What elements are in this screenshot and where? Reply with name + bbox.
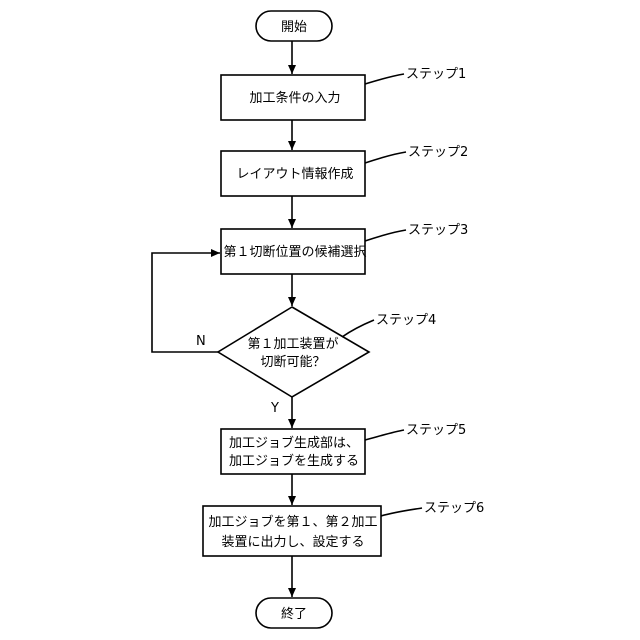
leader-step-1 (365, 74, 404, 84)
step-label-6: ステップ6 (424, 501, 484, 516)
leader-step-5 (365, 430, 404, 440)
decision-label-line-2: 切断可能？ (260, 355, 325, 370)
start-label: 開始 (281, 20, 307, 35)
leader-step-2 (365, 152, 406, 163)
node-6-label-line-2: 装置に出力し、設定する (221, 534, 364, 550)
node-5-label-line-2: 加工ジョブを生成する (229, 453, 359, 469)
node-5-label-line-1: 加工ジョブ生成部は、 (229, 435, 359, 451)
node-1-label: 加工条件の入力 (249, 90, 340, 106)
step-label-5: ステップ5 (406, 423, 466, 438)
step-label-4: ステップ4 (376, 313, 436, 328)
node-2-label: レイアウト情報作成 (236, 167, 353, 182)
leader-step-6 (381, 508, 422, 516)
end-label: 終了 (281, 606, 307, 622)
step-label-3: ステップ3 (408, 223, 468, 238)
branch-yes-label: Y (270, 401, 279, 416)
branch-no-label: N (196, 334, 206, 349)
leader-step-3 (365, 230, 406, 241)
step-label-2: ステップ2 (408, 145, 468, 160)
decision-diamond (218, 307, 369, 397)
node-3-label: 第１切断位置の候補選択 (223, 245, 366, 260)
step-label-1: ステップ1 (406, 67, 466, 82)
loop-back-connector (152, 253, 220, 352)
leader-step-4 (342, 320, 374, 337)
decision-label-line-1: 第１加工装置が (247, 337, 338, 352)
node-6-label-line-1: 加工ジョブを第１、第２加工 (208, 514, 377, 530)
